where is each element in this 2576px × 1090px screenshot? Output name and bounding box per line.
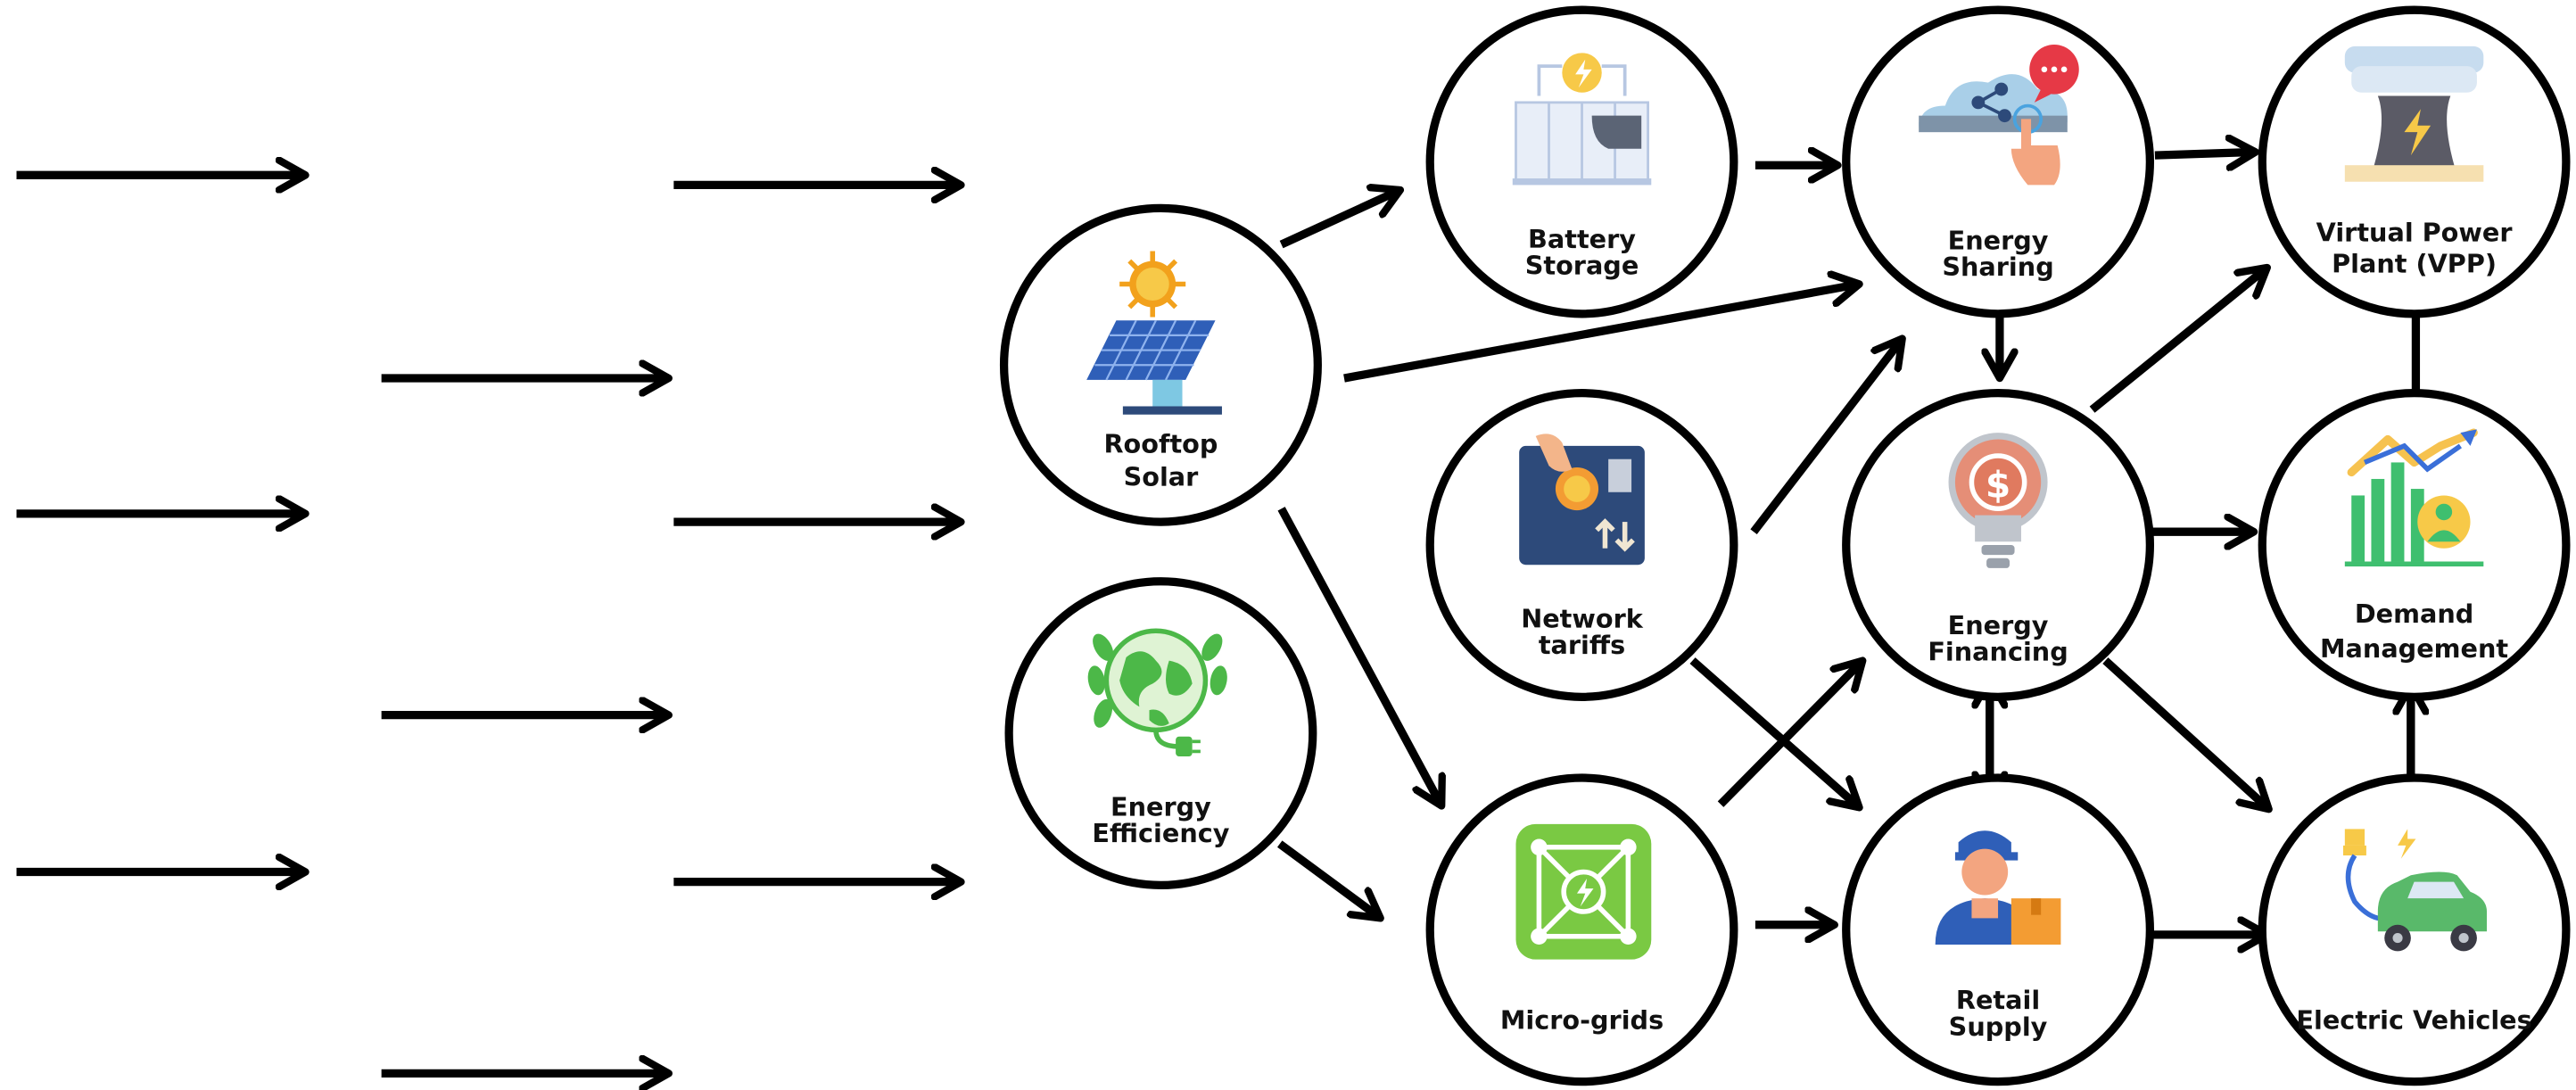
battery-cabinet-icon bbox=[1512, 53, 1652, 186]
label-micro-grids: Micro-grids bbox=[1500, 1004, 1664, 1035]
node-energy-efficiency bbox=[1004, 577, 1317, 889]
edge-tariffs-retail bbox=[1689, 657, 1860, 808]
edge-solar-battery bbox=[1279, 190, 1400, 249]
label-network-tariffs-1: Network bbox=[1521, 604, 1644, 634]
edge-solar-sharing bbox=[1343, 284, 1860, 383]
label-battery-storage-1: Battery bbox=[1528, 224, 1636, 254]
edge-tariffs-sharing bbox=[1750, 339, 1903, 535]
label-rooftop-solar-2: Solar bbox=[1124, 461, 1200, 491]
edge-microgrids-financing bbox=[1717, 661, 1862, 807]
edge-financing-ev bbox=[2102, 657, 2268, 810]
electric-car-icon bbox=[2342, 829, 2488, 952]
label-electric-vehicles: Electric Vehicles bbox=[2296, 1004, 2531, 1035]
green-globe-plug-icon bbox=[1087, 628, 1227, 756]
solar-panel-icon bbox=[1086, 251, 1222, 415]
label-rooftop-solar-1: Rooftop bbox=[1103, 428, 1218, 458]
edge-sharing-vpp bbox=[2154, 152, 2256, 155]
label-energy-sharing-1: Energy bbox=[1948, 226, 2049, 256]
label-retail-supply-2: Supply bbox=[1949, 1012, 2048, 1042]
label-energy-efficiency-1: Energy bbox=[1110, 792, 1211, 822]
label-retail-supply-1: Retail bbox=[1956, 985, 2040, 1015]
label-demand-management-1: Demand bbox=[2355, 599, 2473, 629]
edge-efficiency-microgrids bbox=[1276, 840, 1381, 918]
growth-chart-icon bbox=[2344, 428, 2484, 567]
label-vpp-1: Virtual Power bbox=[2316, 217, 2514, 247]
label-network-tariffs-2: tariffs bbox=[1539, 630, 1625, 660]
edge-solar-microgrids bbox=[1277, 507, 1442, 805]
cloud-share-icon bbox=[1919, 45, 2079, 186]
label-energy-efficiency-2: Efficiency bbox=[1092, 818, 1229, 848]
meter-coin-icon bbox=[1519, 434, 1645, 566]
label-energy-financing-2: Financing bbox=[1928, 637, 2068, 667]
label-vpp-2: Plant (VPP) bbox=[2332, 249, 2497, 279]
label-energy-sharing-2: Sharing bbox=[1942, 252, 2053, 282]
grid-square-icon bbox=[1515, 823, 1652, 960]
node-energy-sharing bbox=[1842, 5, 2154, 318]
label-energy-financing-1: Energy bbox=[1948, 610, 2049, 640]
delivery-worker-icon bbox=[1935, 830, 2061, 945]
label-demand-management-2: Management bbox=[2320, 633, 2508, 664]
edges bbox=[1276, 152, 2416, 935]
power-plant-icon bbox=[2344, 45, 2484, 182]
label-battery-storage-2: Storage bbox=[1525, 250, 1639, 280]
dollar-bulb-icon: $ bbox=[1948, 433, 2048, 568]
left-arrows bbox=[16, 175, 962, 1073]
svg-text:$: $ bbox=[1986, 463, 2010, 506]
node-labels: Rooftop Solar Energy Efficiency Battery … bbox=[1092, 217, 2531, 1041]
edge-financing-vpp bbox=[2089, 268, 2267, 413]
